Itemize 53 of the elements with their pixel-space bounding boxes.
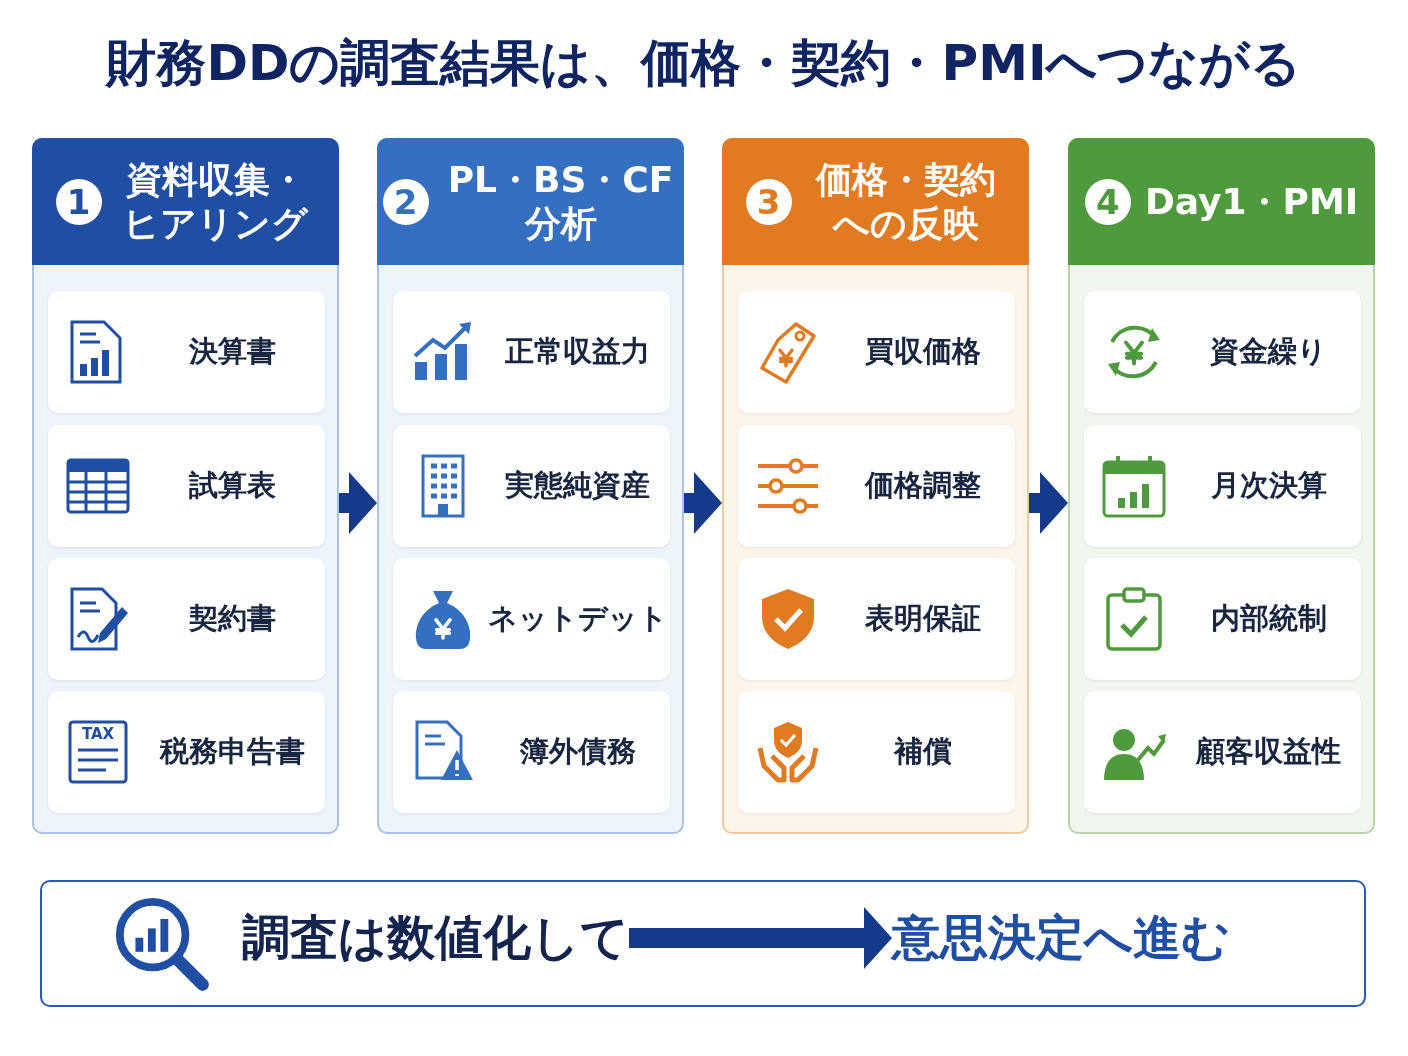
item-card: [393, 691, 670, 813]
item-label: 決算書: [188, 333, 277, 370]
title: 財務DDの調査結果は、価格・契約・PMIへつながる: [104, 33, 1303, 94]
step-title: 資料収集・ヒアリング: [122, 158, 310, 245]
summary-box: [40, 880, 1366, 1007]
step-panel: [1068, 138, 1375, 834]
item-card: [393, 291, 670, 413]
item-card: [48, 558, 325, 680]
item-label: 実態純資産: [504, 467, 651, 504]
item-card: [48, 291, 325, 413]
item-card: [1084, 291, 1361, 413]
item-card: [48, 425, 325, 547]
item-label: 内部統制: [1209, 600, 1328, 637]
item-card: [393, 425, 670, 547]
step-panel: [32, 138, 339, 834]
item-label: 正常収益力: [504, 333, 651, 370]
step-number: 1: [55, 178, 102, 225]
item-label: 価格調整: [863, 467, 982, 504]
step-panel: [722, 138, 1029, 834]
item-card: [738, 291, 1015, 413]
item-card: [393, 558, 670, 680]
item-label: 簿外債務: [518, 733, 637, 770]
item-card: [738, 425, 1015, 547]
arrow: [339, 472, 377, 534]
step-panel: [377, 138, 684, 834]
item-label: 資金繰り: [1209, 333, 1328, 370]
step-title: Day1・PMI: [1144, 179, 1359, 224]
item-label: 試算表: [188, 467, 277, 504]
step-title: PL・BS・CF分析: [446, 158, 675, 245]
summary-text: 調査は数値化して: [242, 906, 629, 970]
step-title: 価格・契約への反映: [814, 158, 997, 245]
item-label: 契約書: [188, 600, 277, 637]
step-number: 3: [745, 178, 792, 225]
item-label: 買収価格: [863, 333, 982, 370]
item-label: ネットデット: [489, 600, 666, 637]
item-card: [1084, 425, 1361, 547]
item-card: [738, 558, 1015, 680]
item-card: [1084, 691, 1361, 813]
item-label: 表明保証: [863, 600, 982, 637]
item-label: 月次決算: [1209, 467, 1328, 504]
step-number: 4: [1084, 178, 1131, 225]
item-card: [48, 691, 325, 813]
arrow: [629, 907, 892, 969]
item-label: 顧客収益性: [1194, 733, 1342, 770]
item-label: 補償: [892, 733, 953, 770]
arrow: [684, 472, 722, 534]
summary-text: 意思決定へ進む: [892, 906, 1230, 970]
item-label: 税務申告書: [158, 733, 306, 770]
step-number: 2: [382, 178, 429, 225]
tax-form-icon: TAX: [66, 720, 130, 784]
item-card: [738, 691, 1015, 813]
item-card: [1084, 558, 1361, 680]
arrow: [1029, 472, 1068, 534]
